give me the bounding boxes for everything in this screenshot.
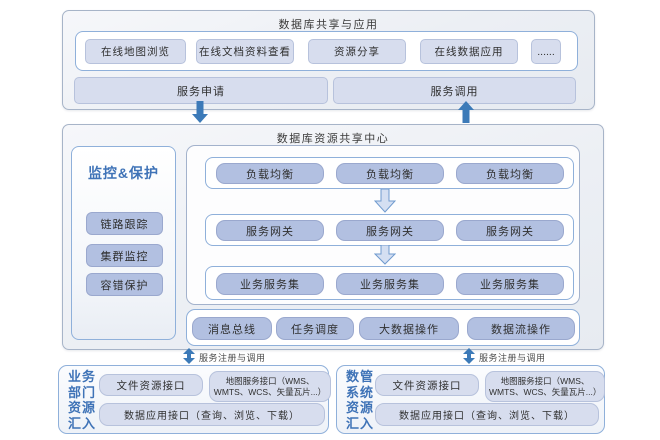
section-title: 数据库共享与应用	[278, 19, 379, 31]
service-tiers-container: 负载均衡 负载均衡 负载均衡 服务网关 服务网关 服务网关 业务服务集 业务服务…	[186, 145, 580, 305]
load-balancer-row: 负载均衡 负载均衡 负载均衡	[205, 157, 574, 189]
arrow-head-up	[463, 348, 475, 354]
register-invoke-label-right: 服务注册与调用	[479, 353, 546, 363]
bus-dataflow: 数据流操作	[467, 317, 575, 340]
business-service-pill: 业务服务集	[216, 273, 324, 295]
app-online-map: 在线地图浏览	[85, 39, 186, 64]
bus-bigdata: 大数据操作	[359, 317, 459, 340]
register-invoke-arrow-left	[183, 348, 195, 364]
section-title: 数据库资源共享中心	[276, 133, 390, 145]
source-title-data-mgmt: 数管 系统 资源 汇入	[346, 369, 375, 431]
monitor-item-cluster: 集群监控	[86, 244, 163, 267]
file-api-pill: 文件资源接口	[99, 374, 203, 396]
load-balancer-pill: 负载均衡	[336, 163, 444, 184]
app-online-docs: 在线文档资料查看	[196, 39, 294, 64]
service-request-pill: 服务申请	[74, 77, 328, 104]
apps-container: 在线地图浏览 在线文档资料查看 资源分享 在线数据应用 ......	[75, 31, 578, 71]
map-api-pill: 地图服务接口（WMS、WMTS、WCS、矢量瓦片...）	[485, 371, 605, 402]
bus-row: 消息总线 任务调度 大数据操作 数据流操作	[186, 309, 580, 346]
monitor-panel-title: 监控&保护	[87, 165, 160, 181]
data-api-pill: 数据应用接口（查询、浏览、下载）	[375, 403, 599, 426]
arrow-head	[457, 101, 474, 110]
source-title-business: 业务 部门 资源 汇入	[68, 369, 97, 431]
app-resource-share: 资源分享	[308, 39, 406, 64]
app-online-data: 在线数据应用	[420, 39, 518, 64]
arrow-head-down	[463, 358, 475, 364]
map-api-pill: 地图服务接口（WMS、WMTS、WCS、矢量瓦片...）	[209, 371, 331, 402]
arrow-head	[191, 114, 208, 123]
data-api-pill: 数据应用接口（查询、浏览、下载）	[99, 403, 325, 426]
source-box-business: 业务 部门 资源 汇入 文件资源接口 地图服务接口（WMS、WMTS、WCS、矢…	[58, 365, 331, 434]
arrow-shaft	[467, 353, 471, 359]
service-gateway-pill: 服务网关	[216, 220, 324, 241]
load-balancer-pill: 负载均衡	[456, 163, 564, 184]
file-api-pill: 文件资源接口	[375, 374, 479, 396]
arrow-head-down	[183, 358, 195, 364]
monitor-item-fault: 容错保护	[86, 273, 163, 296]
business-service-pill: 业务服务集	[456, 273, 564, 295]
app-ellipsis: ......	[531, 39, 561, 64]
section-sharing-application: 数据库共享与应用 在线地图浏览 在线文档资料查看 资源分享 在线数据应用 ...…	[62, 10, 595, 110]
service-invoke-pill: 服务调用	[333, 77, 576, 104]
tier-flow-arrow	[374, 189, 396, 213]
request-down-arrow	[191, 101, 208, 123]
business-service-pill: 业务服务集	[336, 273, 444, 295]
arrow-shaft	[187, 353, 191, 359]
monitor-item-trace: 链路跟踪	[86, 212, 163, 235]
section-sharing-center: 数据库资源共享中心 监控&保护 链路跟踪 集群监控 容错保护 负载均衡 负载均衡…	[62, 124, 604, 350]
business-service-row: 业务服务集 业务服务集 业务服务集	[205, 266, 574, 300]
register-invoke-label-left: 服务注册与调用	[199, 353, 266, 363]
source-box-data-mgmt: 数管 系统 资源 汇入 文件资源接口 地图服务接口（WMS、WMTS、WCS、矢…	[336, 365, 605, 434]
tier-flow-arrow	[374, 245, 396, 265]
invoke-up-arrow	[457, 101, 474, 123]
bus-scheduler: 任务调度	[276, 317, 354, 340]
load-balancer-pill: 负载均衡	[216, 163, 324, 184]
arrow-shaft	[462, 109, 469, 123]
service-gateway-row: 服务网关 服务网关 服务网关	[205, 214, 574, 246]
bus-message: 消息总线	[192, 317, 272, 340]
service-gateway-pill: 服务网关	[336, 220, 444, 241]
monitor-protect-panel: 监控&保护 链路跟踪 集群监控 容错保护	[71, 146, 176, 340]
arrow-head-up	[183, 348, 195, 354]
arrow-shaft	[196, 101, 203, 115]
service-gateway-pill: 服务网关	[456, 220, 564, 241]
register-invoke-arrow-right	[463, 348, 475, 364]
